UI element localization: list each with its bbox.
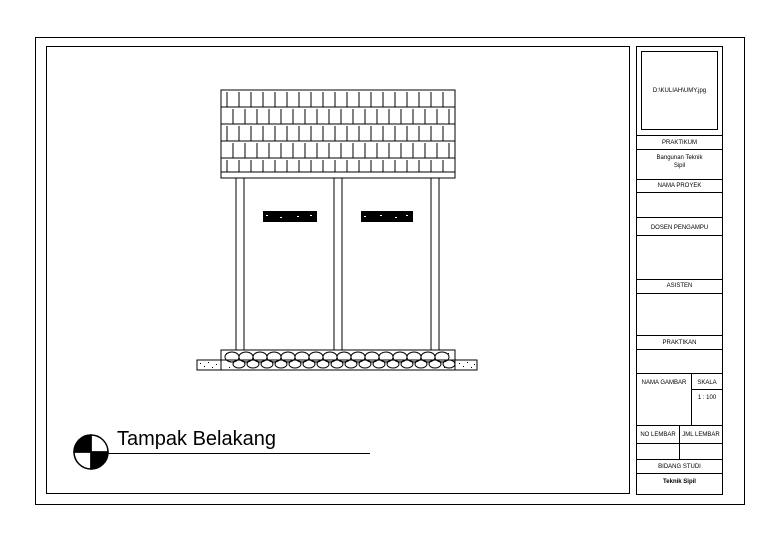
speckle-dot <box>229 367 230 368</box>
divider <box>679 425 680 459</box>
bidang-studi-label: BIDANG STUDI <box>658 464 701 470</box>
divider <box>637 473 722 474</box>
speckle-dot <box>474 364 475 365</box>
bidang-studi-value: Teknik Sipil <box>663 479 696 485</box>
divider <box>637 192 722 193</box>
speckle-dot <box>226 353 227 354</box>
stone <box>246 359 260 369</box>
drawing-area-border <box>46 46 630 494</box>
foundation-speckle <box>200 353 475 368</box>
nama-gambar-label: NAMA GAMBAR <box>641 380 687 386</box>
foundation <box>196 349 478 371</box>
stone <box>442 359 456 369</box>
roof-tiles <box>220 89 456 173</box>
stone <box>260 359 274 369</box>
divider <box>637 135 722 136</box>
stone <box>434 351 450 363</box>
column-right <box>430 177 440 351</box>
stone <box>400 359 414 369</box>
foundation-stones <box>224 351 456 369</box>
stone <box>386 359 400 369</box>
stone <box>330 359 344 369</box>
dosen-label: DOSEN PENGAMPU <box>650 225 709 231</box>
divider <box>691 389 722 390</box>
speckle-dot <box>459 363 460 364</box>
drawing-title: Tampak Belakang <box>117 428 276 450</box>
stone <box>414 359 428 369</box>
foundation-stone-band <box>220 349 456 371</box>
divider <box>637 373 722 374</box>
skala-label: SKALA <box>697 380 717 386</box>
ring-beam <box>220 171 456 179</box>
no-lembar-label: NO LEMBAR <box>640 432 676 438</box>
divider <box>691 373 692 425</box>
divider <box>637 179 722 180</box>
vent-dots <box>266 215 408 218</box>
title-block: D:\KULIAH\UMY.jpg PRAKTIKUM Bangunan Tek… <box>636 46 723 495</box>
stone <box>344 359 358 369</box>
divider <box>637 149 722 150</box>
speckle-dot <box>463 366 464 367</box>
speckle-dot <box>212 367 213 368</box>
section-symbol-icon <box>73 434 109 470</box>
skala-value: 1 : 100 <box>697 395 717 401</box>
logo-image-placeholder: D:\KULIAH\UMY.jpg <box>641 51 718 130</box>
praktikum-value-line1: Bangunan Teknik <box>656 155 703 161</box>
vent-right <box>361 211 413 222</box>
speckle-dot <box>200 363 201 364</box>
column-left <box>235 177 245 351</box>
praktikum-value-line2: Sipil <box>673 163 686 169</box>
divider <box>637 459 722 460</box>
jml-lembar-label: JML LEMBAR <box>682 432 720 438</box>
stone <box>372 359 386 369</box>
stone <box>428 359 442 369</box>
stone <box>274 359 288 369</box>
stone <box>316 359 330 369</box>
divider <box>637 217 722 218</box>
image-filename: D:\KULIAH\UMY.jpg <box>652 88 707 94</box>
divider <box>637 335 722 336</box>
divider <box>637 235 722 236</box>
praktikum-label: PRAKTIKUM <box>661 140 697 146</box>
stone <box>358 359 372 369</box>
speckle-dot <box>448 353 449 354</box>
speckle-dot <box>467 362 468 363</box>
columns <box>235 177 440 351</box>
praktikan-label: PRAKTIKAN <box>662 340 697 346</box>
divider <box>637 443 722 444</box>
divider <box>637 279 722 280</box>
stone <box>232 359 246 369</box>
speckle-dot <box>216 364 217 365</box>
speckle-dot <box>471 367 472 368</box>
asisten-label: ASISTEN <box>666 283 693 289</box>
roof-outline <box>220 89 456 173</box>
drawing-title-underline <box>104 453 370 454</box>
divider <box>637 293 722 294</box>
speckle-dot <box>204 366 205 367</box>
vent-left <box>263 211 317 222</box>
speckle-dot <box>208 362 209 363</box>
outer-border <box>35 37 745 505</box>
divider <box>637 349 722 350</box>
speckle-dot <box>444 367 445 368</box>
stone <box>288 359 302 369</box>
nama-proyek-label: NAMA PROYEK <box>657 183 702 189</box>
tile-pattern <box>221 92 455 173</box>
column-middle <box>333 177 343 351</box>
stone <box>302 359 316 369</box>
